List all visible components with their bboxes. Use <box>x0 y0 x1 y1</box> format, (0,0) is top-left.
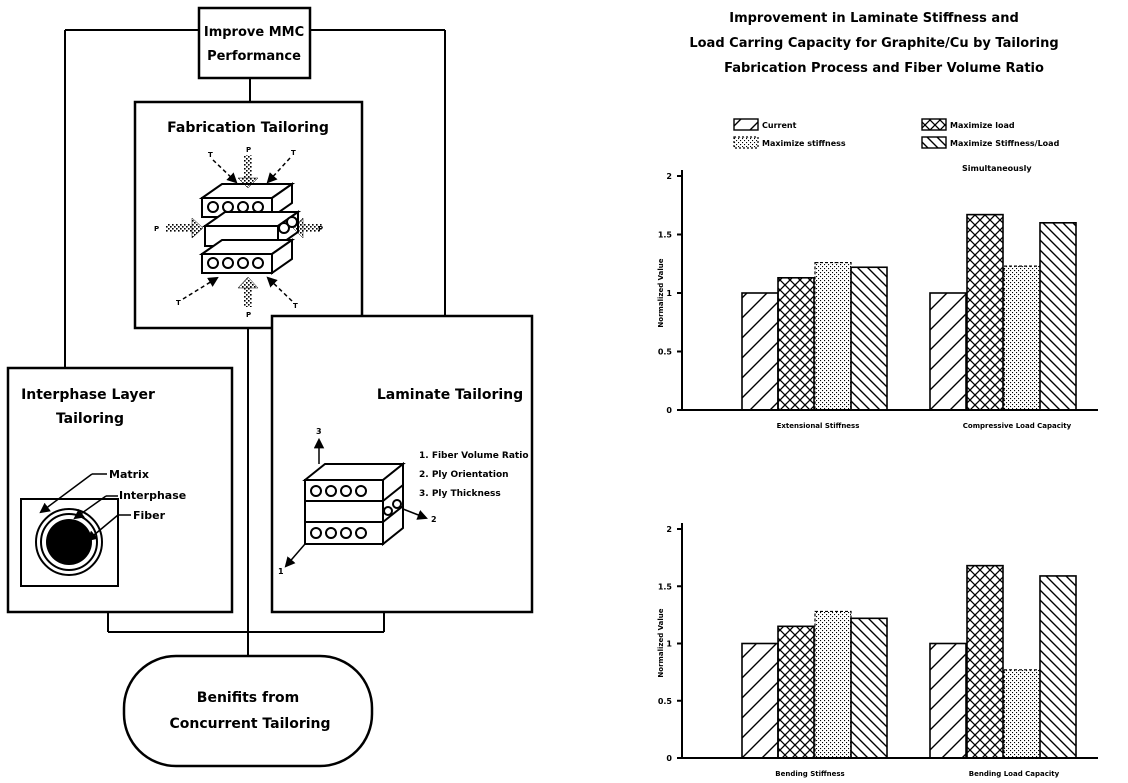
axis-label-1: 1 <box>278 567 284 576</box>
interphase-title-line-2: Tailoring <box>56 411 124 427</box>
mark-t-bottom-left: T <box>176 299 181 307</box>
bottom-box-line-2: Concurrent Tailoring <box>169 716 330 732</box>
y-tick-label: 2 <box>666 172 672 181</box>
chart-title: Improvement in Laminate Stiffness and Lo… <box>689 11 1058 76</box>
top-box-line-2: Performance <box>207 49 301 64</box>
fabrication-tailoring-box: Fabrication Tailoring <box>133 100 364 330</box>
legend-swatch-current <box>733 118 759 131</box>
bar-current <box>929 642 967 759</box>
bar-max-stiffness <box>814 261 852 411</box>
category-label: Bending Load Capacity <box>969 770 1060 778</box>
laminate-list-item-1: 1. Fiber Volume Ratio <box>419 451 529 461</box>
mark-t-bottom-right: T <box>293 302 298 310</box>
bar-current <box>929 292 967 411</box>
legend-item-max-load: Maximize load <box>921 118 1015 131</box>
mark-p-top: P <box>246 146 251 154</box>
bar-max-both <box>1039 575 1077 759</box>
bar-max-load <box>966 213 1004 411</box>
fabrication-title: Fabrication Tailoring <box>167 120 329 136</box>
y-tick-label: 2 <box>666 525 672 534</box>
legend-item-max-stiffness: Maximize stiffness <box>733 136 846 149</box>
y-tick-label: 0 <box>666 406 672 415</box>
top-box-line-1: Improve MMC <box>204 25 304 40</box>
y-tick-label: 1 <box>666 640 672 649</box>
bar-max-both <box>850 266 888 411</box>
y-axis-label: Normalized Value <box>657 608 665 677</box>
y-tick-label: 0.5 <box>658 697 673 706</box>
y-tick-label: 0.5 <box>658 348 673 357</box>
laminate-block-figure <box>302 461 406 547</box>
interphase-leaders <box>39 473 131 542</box>
chart-title-line-3: Fabrication Process and Fiber Volume Rat… <box>724 61 1044 76</box>
laminate-tailoring-box: Laminate Tailoring 3 2 1 1. Fiber Volume… <box>270 314 534 614</box>
mark-p-bottom: P <box>246 311 251 319</box>
category-label: Bending Stiffness <box>775 770 844 778</box>
connector-lines <box>64 29 446 656</box>
legend-label-current: Current <box>762 121 797 130</box>
label-interphase: Interphase <box>119 489 186 502</box>
legend-item-current: Current <box>733 118 797 131</box>
bar-max-stiffness <box>1003 669 1041 759</box>
ply-stack-figure <box>198 182 302 275</box>
legend-label-max-load: Maximize load <box>950 121 1015 130</box>
y-axis-label: Normalized Value <box>657 258 665 327</box>
bar-max-stiffness <box>1003 265 1041 411</box>
fabrication-marks: T P T P P T P T <box>154 146 323 319</box>
legend: Current Maximize stiffness Maximize load… <box>733 118 1060 173</box>
y-tick-label: 0 <box>666 754 672 763</box>
y-tick-label: 1.5 <box>658 582 673 591</box>
mark-p-right: P <box>318 225 323 233</box>
mark-p-left: P <box>154 225 159 233</box>
y-tick-label: 1 <box>666 289 672 298</box>
label-matrix: Matrix <box>109 468 149 481</box>
bar-max-load <box>777 625 815 759</box>
laminate-axes <box>284 437 428 568</box>
chart-title-line-1: Improvement in Laminate Stiffness and <box>729 11 1019 26</box>
legend-swatch-max-load <box>921 118 947 131</box>
concurrent-tailoring-flowchart: Improve MMC Performance Fabrication Tail… <box>6 6 534 768</box>
bar-max-both <box>1039 222 1077 411</box>
bar-max-stiffness <box>814 610 852 759</box>
bar-current <box>741 642 779 759</box>
chart-title-line-2: Load Carring Capacity for Graphite/Cu by… <box>689 36 1058 51</box>
interphase-tailoring-box: Interphase Layer Tailoring Matrix Interp… <box>6 366 234 614</box>
legend-label-max-both-2: Simultaneously <box>962 164 1032 173</box>
bottom-box-line-1: Benifits from <box>197 690 299 706</box>
mark-t-top-left: T <box>208 151 213 159</box>
legend-label-max-stiffness: Maximize stiffness <box>762 139 846 148</box>
category-label: Compressive Load Capacity <box>963 422 1072 430</box>
legend-label-max-both: Maximize Stiffness/Load <box>950 139 1060 148</box>
legend-item-max-both: Maximize Stiffness/Load Simultaneously <box>921 136 1060 173</box>
axis-label-3: 3 <box>316 427 322 436</box>
benefits-box: Benifits from Concurrent Tailoring <box>122 654 374 768</box>
bar-max-load <box>777 276 815 411</box>
label-fiber: Fiber <box>133 509 166 522</box>
fiber-core <box>46 519 92 565</box>
laminate-title: Laminate Tailoring <box>377 387 523 403</box>
legend-swatch-max-stiffness <box>733 136 759 149</box>
laminate-list-item-2: 2. Ply Orientation <box>419 470 509 480</box>
legend-swatch-max-both <box>921 136 947 149</box>
temperature-arrows <box>182 157 293 302</box>
bar-current <box>741 292 779 411</box>
laminate-list-item-3: 3. Ply Thickness <box>419 489 501 499</box>
category-label: Extensional Stiffness <box>777 422 860 430</box>
interphase-title-line-1: Interphase Layer <box>21 387 155 403</box>
bar-max-both <box>850 617 888 759</box>
axis-label-2: 2 <box>431 515 437 524</box>
mark-t-top-right: T <box>291 149 296 157</box>
y-tick-label: 1.5 <box>658 231 673 240</box>
pressure-arrows <box>166 155 322 307</box>
bar-max-load <box>966 564 1004 759</box>
improve-mmc-box: Improve MMC Performance <box>197 6 312 80</box>
